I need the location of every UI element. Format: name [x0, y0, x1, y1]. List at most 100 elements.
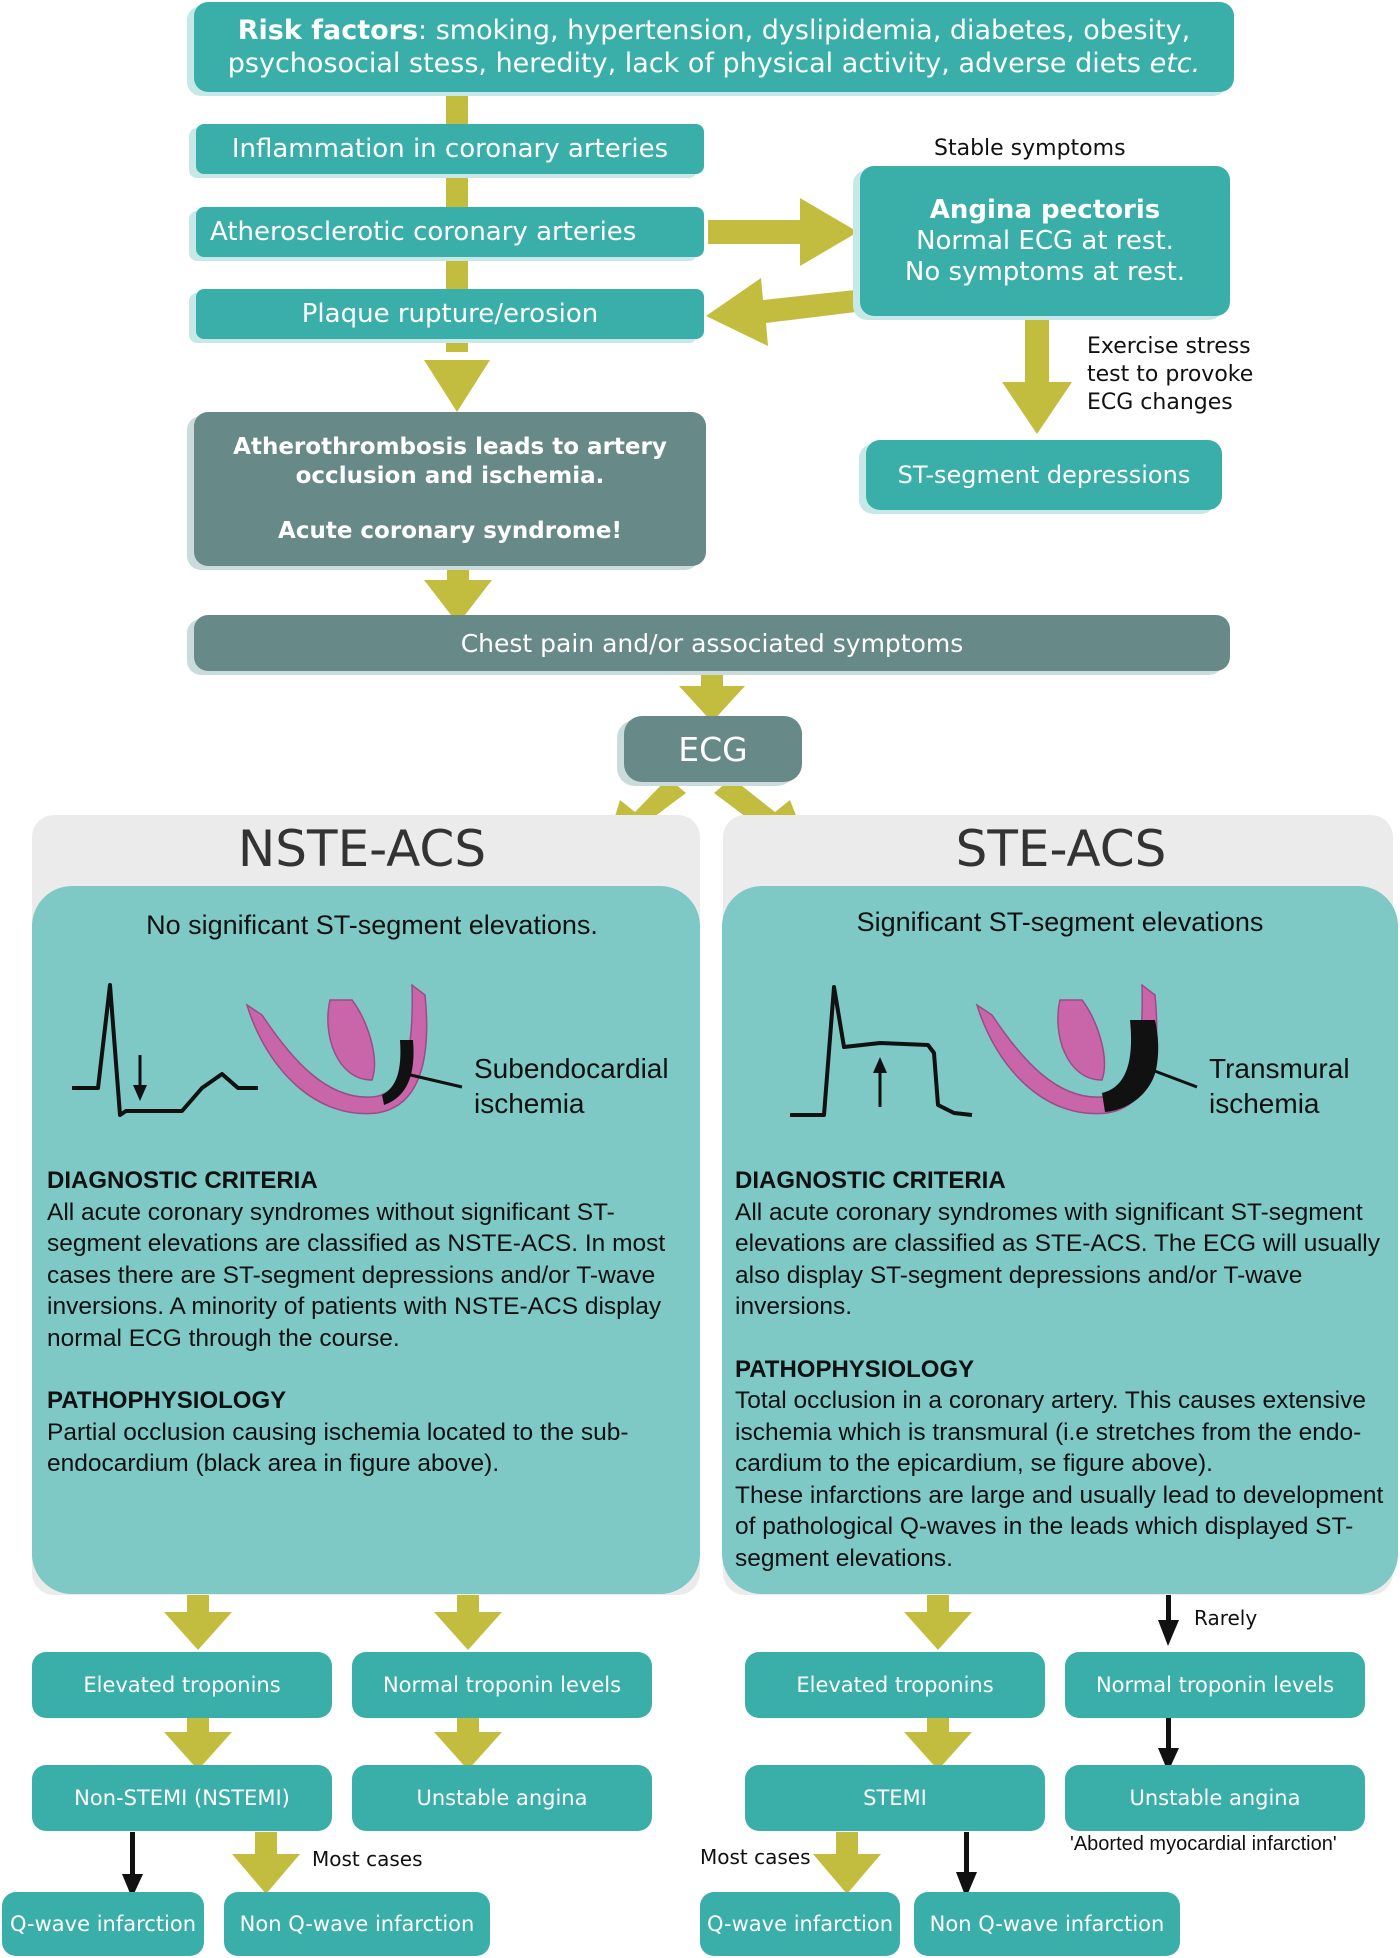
nste-ischemia-line2: ischemia [474, 1088, 585, 1119]
ste-q-wave-label: Q-wave infarction [706, 1912, 894, 1936]
angina-line2: No symptoms at rest. [904, 256, 1186, 287]
nste-patho-line: endocardium (black area in figure above)… [47, 1450, 500, 1477]
risk-factors-text-2: psychosocial stess, heredity, lack of ph… [227, 48, 1150, 79]
risk-factors-box: Risk factors: smoking, hypertension, dys… [194, 2, 1234, 92]
risk-factors-text: : smoking, hypertension, dyslipidemia, d… [418, 15, 1191, 46]
down-arrow [164, 1718, 232, 1770]
down-arrow [679, 670, 745, 722]
ste-ischemia-label: Transmural ischemia [1209, 1051, 1350, 1121]
nste-ischemia-line1: Subendocardial [474, 1053, 669, 1084]
black-arrow-head [1158, 1748, 1179, 1772]
stable-symptoms-label: Stable symptoms [934, 136, 1126, 161]
inflammation-box: Inflammation in coronary arteries [196, 124, 704, 174]
ischemia-pointer-line [1151, 1068, 1198, 1089]
elevation-arrowhead-icon [873, 1057, 887, 1073]
down-arrow [424, 567, 492, 624]
down-arrow [232, 1832, 300, 1894]
nste-diag-line: All acute coronary syndromes without sig… [47, 1198, 615, 1226]
nste-normal-box: Normal troponin levels [352, 1652, 652, 1718]
spacer [47, 1354, 697, 1385]
atherosclerotic-label: Atherosclerotic coronary arteries [210, 217, 637, 247]
heart-septum-icon [327, 999, 376, 1081]
black-arrow-shaft [1166, 1718, 1171, 1752]
ste-ecg-trace-icon [790, 985, 973, 1117]
black-arrow-shaft [964, 1832, 969, 1876]
nste-ecg-trace-icon [72, 983, 258, 1117]
ste-unstable-label: Unstable angina [1129, 1786, 1301, 1810]
chest-pain-box: Chest pain and/or associated symptoms [194, 615, 1230, 671]
ste-patho-line: ischemia which is transmural (i.e stretc… [735, 1418, 1362, 1446]
chest-pain-label: Chest pain and/or associated symptoms [460, 628, 964, 658]
nstemi-label: Non-STEMI (NSTEMI) [74, 1786, 290, 1810]
down-arrow [434, 1718, 502, 1770]
black-arrow-head [956, 1872, 977, 1898]
ischemia-pointer-line [401, 1071, 463, 1089]
nste-q-wave-box: Q-wave infarction [2, 1892, 204, 1956]
ste-diag-line: elevations are classified as STE-ACS. Th… [735, 1230, 1380, 1257]
down-arrow [813, 1832, 881, 1894]
nste-patho-line: Partial occlusion causing ischemia locat… [47, 1418, 629, 1446]
nste-ischemia-label: Subendocardial ischemia [474, 1051, 669, 1121]
stemi-box: STEMI [745, 1765, 1045, 1831]
ste-title: STE-ACS [955, 820, 1167, 878]
left-arrow [706, 278, 856, 346]
ste-non-q-wave-label: Non Q-wave infarction [929, 1912, 1165, 1936]
ste-elevated-box: Elevated troponins [745, 1652, 1045, 1718]
ste-diag-heading: DIAGNOSTIC CRITERIA [735, 1167, 1006, 1194]
nste-figure [72, 983, 463, 1117]
ecg-box: ECG [624, 716, 802, 782]
exercise-line1: Exercise stress [1087, 334, 1251, 359]
nste-elevated-box: Elevated troponins [32, 1652, 332, 1718]
angina-line1: Normal ECG at rest. [916, 225, 1174, 256]
black-arrow-shaft [1166, 1592, 1171, 1622]
down-arrow [164, 1590, 232, 1650]
ste-normal-label: Normal troponin levels [1095, 1673, 1335, 1697]
risk-factors-label: Risk factors [237, 15, 419, 46]
risk-factors-etc: etc. [1149, 48, 1201, 79]
ste-patho-line: of pathological Q-waves in the leads whi… [735, 1513, 1354, 1540]
spacer [735, 1323, 1390, 1354]
subendocardial-ischemia-area-icon [382, 1040, 414, 1105]
ste-patho-line: These infarctions are large and usually … [735, 1481, 1384, 1509]
nste-patho-heading: PATHOPHYSIOLOGY [47, 1387, 287, 1414]
black-arrow-shaft [130, 1832, 135, 1878]
black-arrow-head [122, 1874, 143, 1898]
nstemi-box: Non-STEMI (NSTEMI) [32, 1765, 332, 1831]
ste-diag-line: also display ST-segment depressions and/… [735, 1261, 1303, 1289]
right-arrow [708, 198, 858, 266]
ste-patho-line: cardium to the epicardium, se figure abo… [735, 1450, 1213, 1477]
down-arrow [904, 1590, 972, 1650]
ste-diag-line: inversions. [735, 1293, 853, 1320]
ste-normal-box: Normal troponin levels [1065, 1652, 1365, 1718]
nste-inner [32, 886, 700, 1594]
ste-ischemia-line1: Transmural [1209, 1053, 1350, 1084]
nste-diag-line: segment elevations are classified as NST… [47, 1230, 666, 1257]
nste-text: DIAGNOSTIC CRITERIA All acute coronary s… [47, 1165, 697, 1480]
nste-subtitle: No significant ST-segment elevations. [146, 910, 598, 940]
aborted-mi-label: 'Aborted myocardial infarction' [1070, 1833, 1337, 1855]
nste-diag-line: normal ECG through the course. [47, 1324, 400, 1352]
acs-label: Acute coronary syndrome! [278, 517, 622, 544]
nste-elevated-label: Elevated troponins [83, 1673, 281, 1697]
exercise-label: Exercise stress test to provoke ECG chan… [1087, 333, 1253, 417]
ste-elevated-label: Elevated troponins [796, 1673, 994, 1697]
ste-figure [790, 983, 1198, 1117]
heart-myocardium-icon [245, 983, 428, 1115]
ste-ischemia-line2: ischemia [1209, 1088, 1320, 1119]
ste-text: DIAGNOSTIC CRITERIA All acute coronary s… [735, 1165, 1390, 1574]
plaque-label: Plaque rupture/erosion [301, 299, 599, 329]
angina-title: Angina pectoris [929, 194, 1161, 225]
nste-unstable-box: Unstable angina [352, 1765, 652, 1831]
plaque-box: Plaque rupture/erosion [196, 289, 704, 339]
ste-q-wave-box: Q-wave infarction [700, 1892, 900, 1956]
down-arrow [424, 360, 490, 412]
nste-most-cases-label: Most cases [312, 1847, 423, 1871]
depression-arrowhead-icon [133, 1085, 147, 1101]
atherosclerotic-box: Atherosclerotic coronary arteries [196, 207, 704, 257]
ste-patho-line: Total occlusion in a coronary artery. Th… [735, 1387, 1366, 1414]
ecg-label: ECG [678, 729, 748, 769]
ste-diag-line: All acute coronary syndromes with signif… [735, 1198, 1363, 1226]
st-depressions-box: ST-segment depressions [866, 440, 1222, 510]
ste-non-q-wave-box: Non Q-wave infarction [914, 1892, 1180, 1956]
